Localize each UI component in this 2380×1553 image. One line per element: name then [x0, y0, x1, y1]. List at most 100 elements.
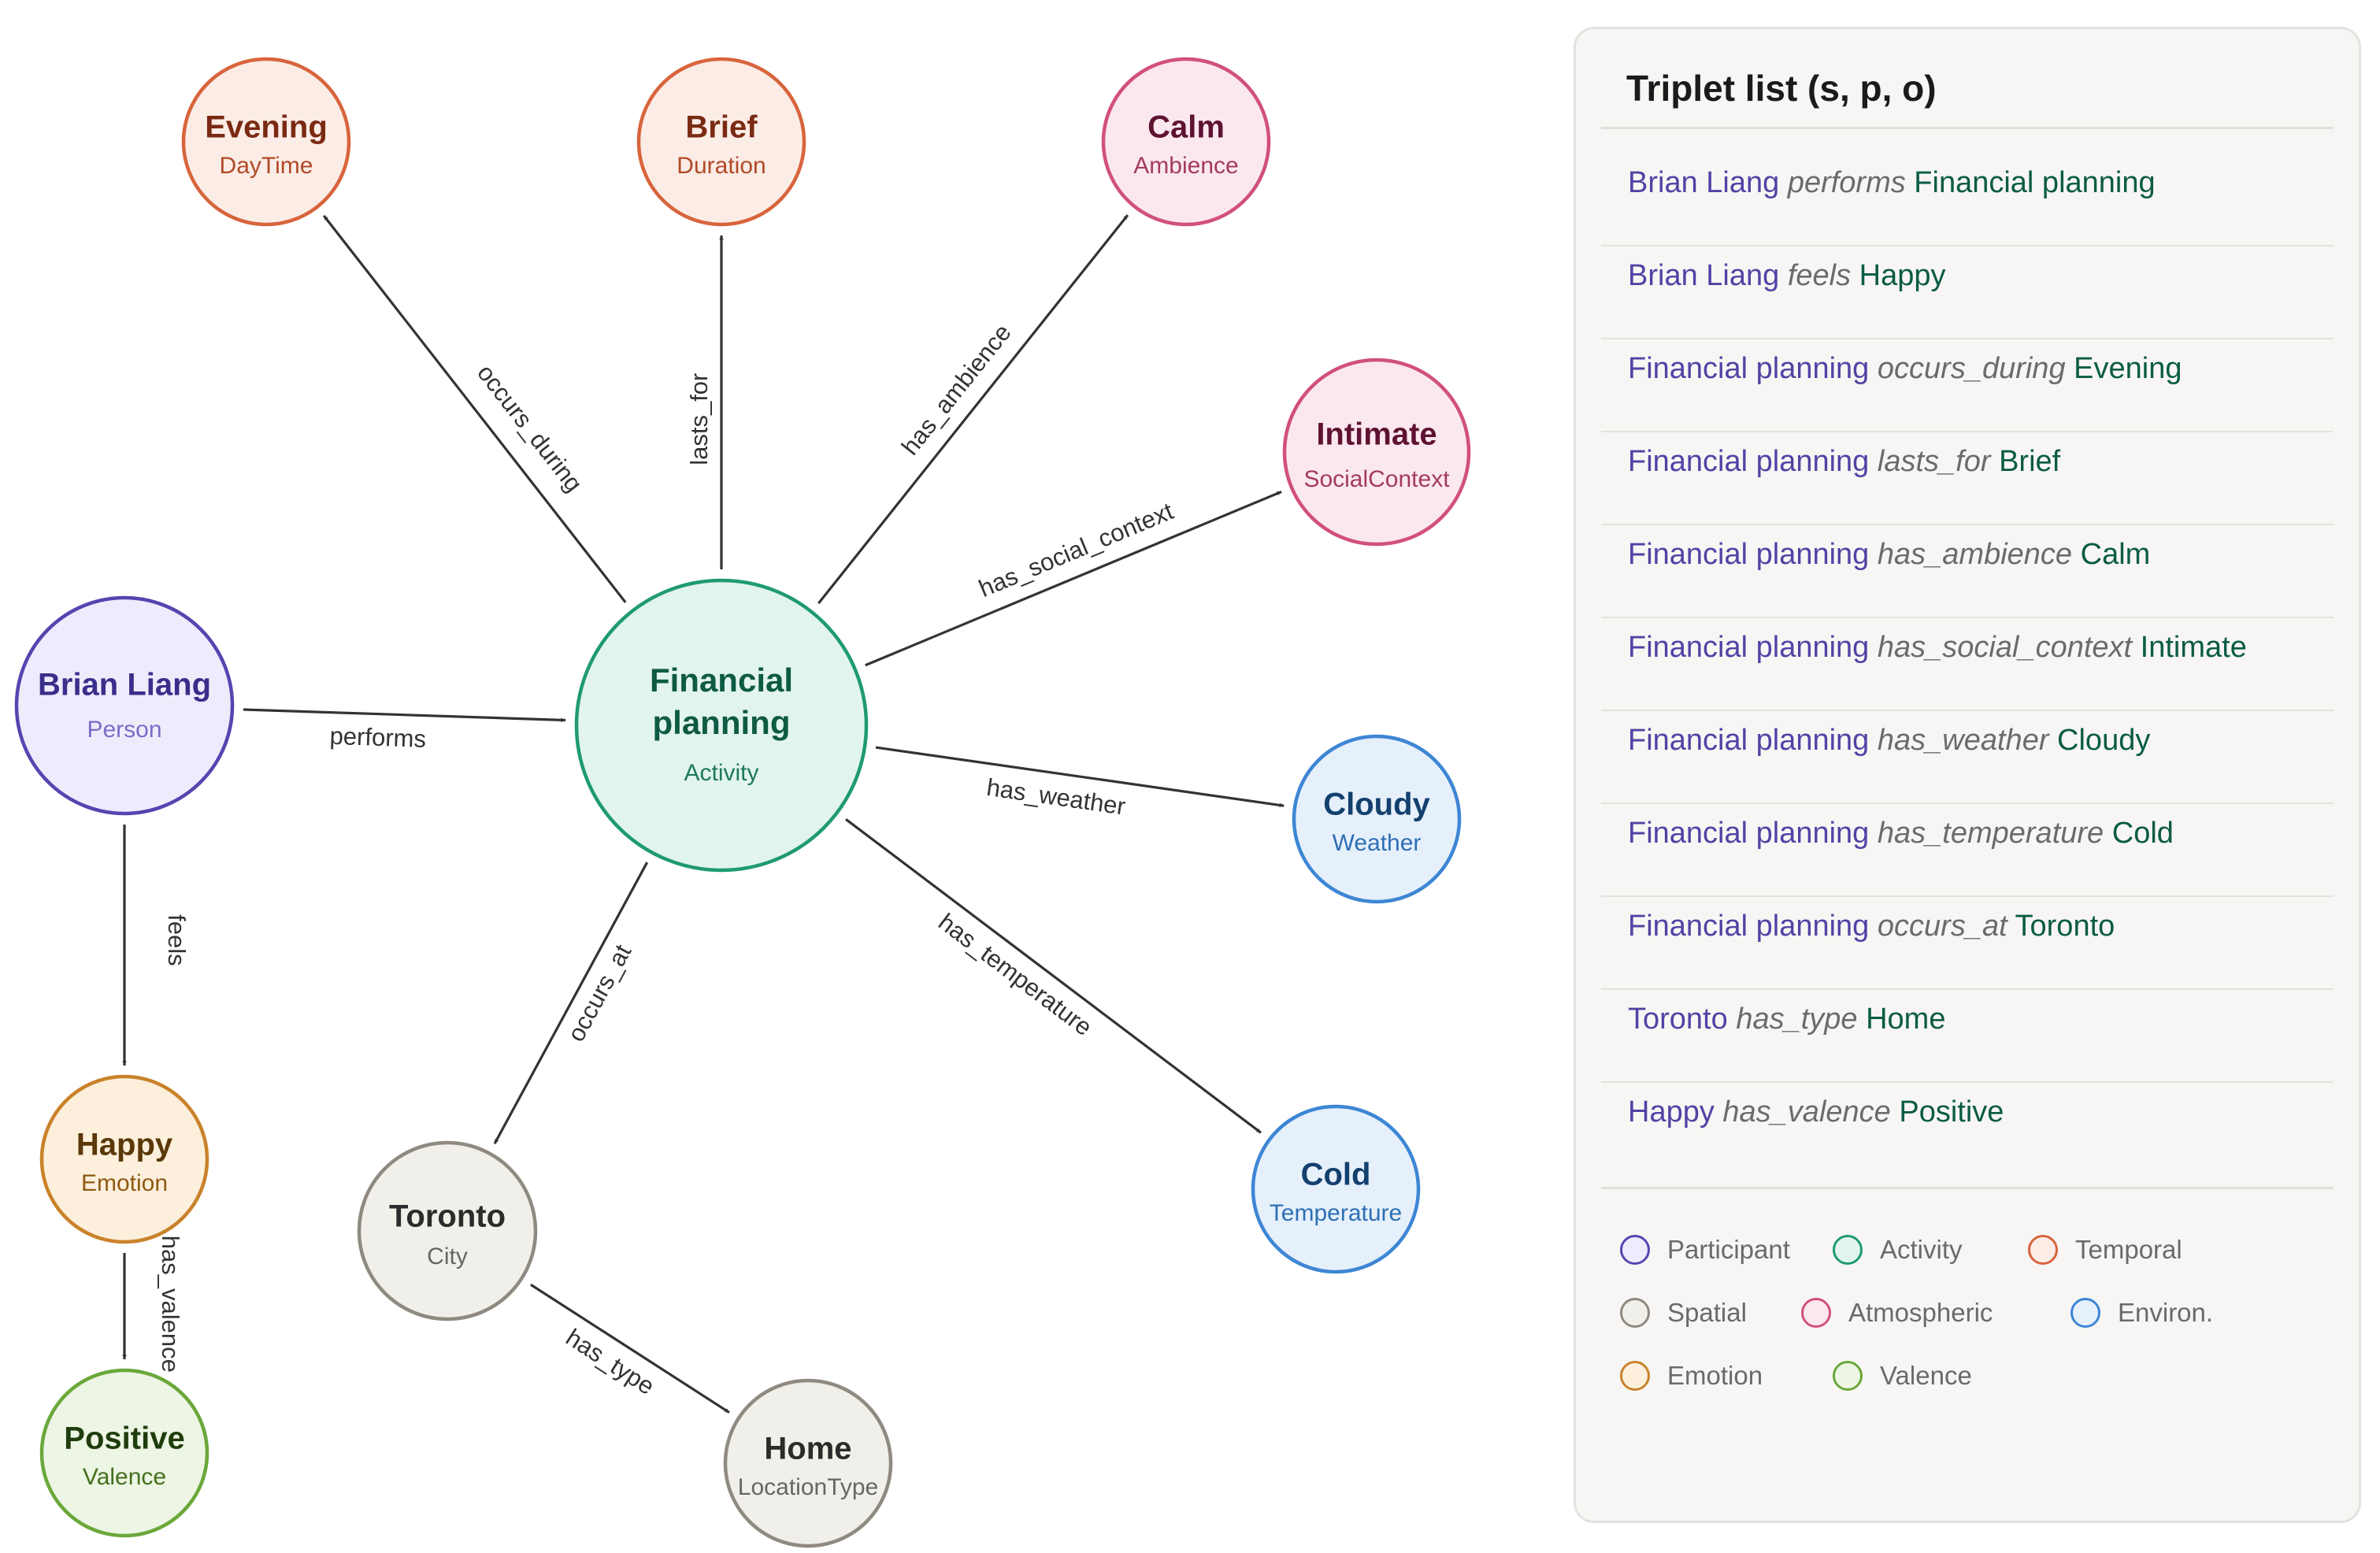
legend-label: Valence [1880, 1361, 1972, 1390]
triplet-object: Happy [1859, 259, 1946, 292]
triplet-subject: Happy [1628, 1095, 1715, 1129]
node-type: Duration [677, 153, 766, 179]
triplet-predicate: has_type [1736, 1003, 1858, 1036]
edge-label: performs [329, 722, 426, 753]
legend-item-atmospheric: Atmospheric [1801, 1293, 1993, 1332]
triplet-object: Calm [2080, 538, 2151, 571]
legend-swatch [1833, 1361, 1863, 1391]
legend-swatch [1620, 1361, 1650, 1391]
node-type: LocationType [738, 1474, 878, 1500]
triplet-predicate: feels [1787, 259, 1852, 292]
node-type: DayTime [220, 153, 313, 179]
node-circle [1292, 734, 1462, 904]
node-circle [723, 1378, 893, 1548]
edge-label: has_social_context [975, 497, 1177, 602]
node-label: Home [764, 1432, 851, 1466]
triplet-predicate: has_valence [1722, 1095, 1891, 1129]
legend-swatch [1620, 1235, 1650, 1265]
triplet-subject: Financial planning [1628, 538, 1870, 571]
triplet-row: Financial planning has_ambience Calm [1601, 525, 2334, 618]
triplet-panel: Triplet list (s, p, o) Brian Liang perfo… [1574, 27, 2361, 1523]
triplet-subject: Financial planning [1628, 817, 1870, 850]
edge-line [845, 818, 1262, 1134]
edge-line [817, 214, 1129, 605]
node-type: Activity [684, 760, 758, 786]
edge-occurs-during: occurs_during [322, 214, 627, 603]
node-type: Ambience [1133, 153, 1238, 179]
edge-label: lasts_for [685, 373, 713, 465]
legend-item-valence: Valence [1833, 1356, 1972, 1395]
legend-label: Activity [1880, 1235, 1963, 1264]
triplet-row: Financial planning has_temperature Cold [1601, 804, 2334, 897]
triplet-object: Positive [1899, 1095, 2004, 1129]
edge-has-weather: has_weather [875, 746, 1285, 821]
node-circle [39, 1074, 209, 1244]
edge-label: feels [163, 914, 191, 966]
edge-has-valence: has_valence [122, 1236, 184, 1373]
legend-swatch [1833, 1235, 1863, 1265]
triplet-object: Intimate [2140, 631, 2247, 664]
node-label: Cloudy [1323, 788, 1430, 822]
edge-label: has_temperature [933, 908, 1097, 1041]
node-circle [1251, 1104, 1421, 1274]
triplet-subject: Financial planning [1628, 910, 1870, 943]
node-type: City [427, 1244, 468, 1269]
legend-swatch [2028, 1235, 2058, 1265]
legend-swatch [2070, 1298, 2100, 1328]
edge-label: has_valence [157, 1236, 184, 1373]
triplet-object: Home [1866, 1003, 1946, 1036]
triplet-subject: Brian Liang [1628, 259, 1780, 292]
legend-item-environ: Environ. [2070, 1293, 2213, 1332]
edge-has-type: has_type [530, 1283, 730, 1414]
triplet-row: Brian Liang performs Financial planning [1601, 154, 2334, 246]
node-label: Brief [685, 110, 758, 145]
legend-swatch [1620, 1298, 1650, 1328]
edge-label: has_ambience [896, 319, 1017, 461]
triplet-subject: Financial planning [1628, 724, 1870, 757]
legend-item-activity: Activity [1833, 1230, 1963, 1269]
node-label: Calm [1147, 110, 1225, 145]
legend-item-spatial: Spatial [1620, 1293, 1747, 1332]
triplet-predicate: has_temperature [1877, 817, 2104, 850]
triplet-predicate: performs [1787, 166, 1906, 199]
legend-item-emotion: Emotion [1620, 1356, 1763, 1395]
edge-has-social-context: has_social_context [865, 490, 1282, 667]
node-circle [636, 57, 806, 227]
triplet-row: Financial planning has_social_context In… [1601, 618, 2334, 711]
triplet-row: Financial planning has_weather Cloudy [1601, 711, 2334, 804]
node-label: Intimate [1316, 417, 1437, 452]
triplet-object: Brief [1999, 445, 2061, 478]
node-circle [1101, 57, 1271, 227]
node-circle [14, 595, 235, 816]
triplet-object: Financial planning [1914, 166, 2156, 199]
edge-line [875, 746, 1285, 808]
legend-swatch [1801, 1298, 1831, 1328]
node-label: planning [653, 704, 791, 741]
nodes-layer: Brian LiangPersonFinancialplanningActivi… [14, 57, 1471, 1548]
legend-label: Temporal [2075, 1235, 2182, 1264]
panel-title: Triplet list (s, p, o) [1626, 68, 1937, 109]
triplet-predicate: has_social_context [1877, 631, 2133, 664]
triplet-object: Toronto [2015, 910, 2115, 943]
edge-occurs-at: occurs_at [493, 862, 649, 1144]
node-circle [181, 57, 351, 227]
triplet-subject: Toronto [1628, 1003, 1728, 1036]
triplet-row: Happy has_valence Positive [1601, 1083, 2334, 1176]
node-label: Happy [76, 1128, 173, 1162]
triplet-object: Cold [2111, 817, 2174, 850]
legend-label: Environ. [2118, 1298, 2214, 1327]
triplet-object: Evening [2074, 352, 2182, 385]
triplet-row: Toronto has_type Home [1601, 990, 2334, 1083]
